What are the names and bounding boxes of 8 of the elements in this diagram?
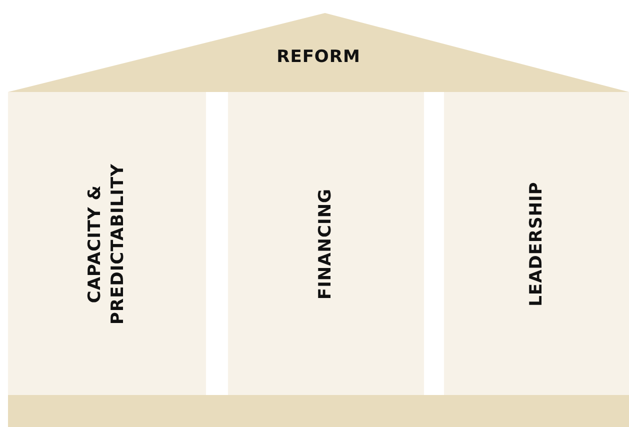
pillar-panel bbox=[228, 92, 424, 395]
pillar-label: LEADERSHIP bbox=[525, 180, 548, 308]
pillar-label: CAPACITY & PREDICTABILITY bbox=[84, 162, 129, 326]
pillar-panel bbox=[8, 92, 206, 395]
pillar-panel bbox=[444, 92, 629, 395]
pillar-label: FINANCING bbox=[314, 186, 337, 302]
roof-label: REFORM bbox=[276, 47, 362, 67]
base-bar bbox=[8, 395, 629, 427]
